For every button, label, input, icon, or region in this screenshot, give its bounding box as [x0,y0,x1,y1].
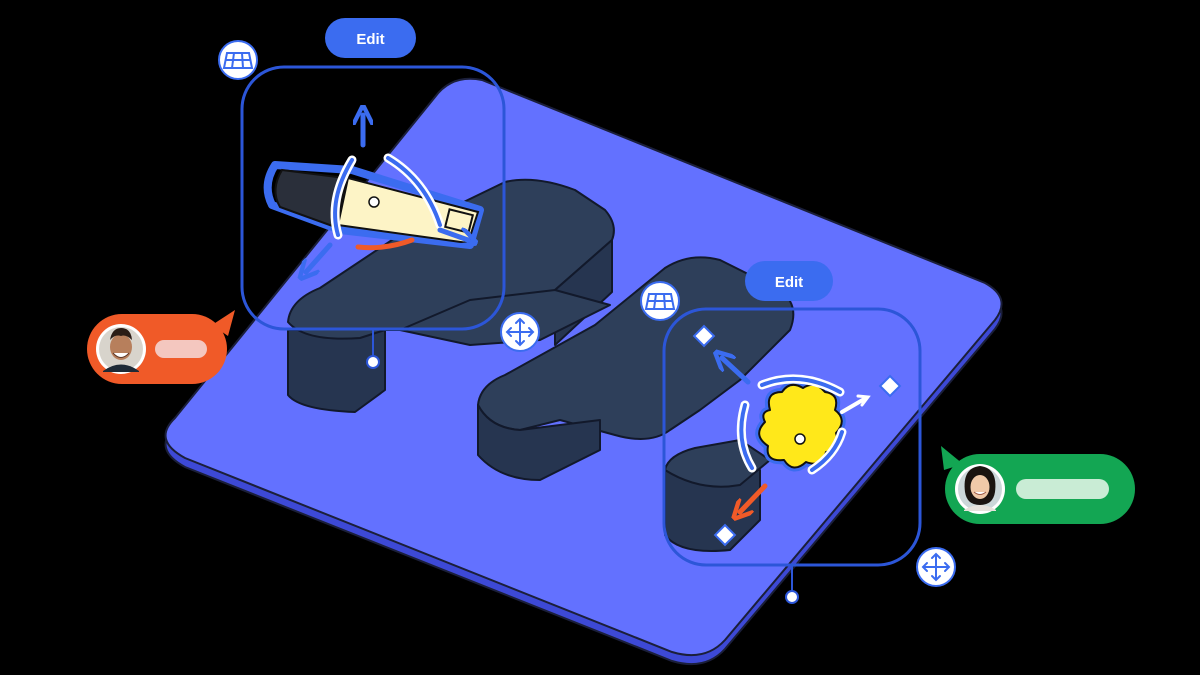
grid-panel-icon-right[interactable] [640,281,680,321]
anchor-dot-icon-right[interactable] [785,590,799,604]
scale-handle-top-right[interactable] [878,374,902,398]
flower-selection[interactable] [662,307,922,604]
user-name-bar-green [1016,479,1109,499]
scale-handle-bottom-left[interactable] [713,523,737,547]
edit-button-right[interactable]: Edit [745,261,833,301]
anchor-dot-icon[interactable] [366,355,380,369]
move-arrows-icon[interactable] [500,312,540,352]
grid-panel-icon[interactable] [218,40,258,80]
user-badge-green[interactable] [941,446,1135,524]
edit-label-right: Edit [775,274,803,291]
cursor-pointer-icon [212,310,235,336]
scale-handle-top-left[interactable] [692,324,716,348]
edit-button-left[interactable]: Edit [325,18,416,58]
h-block[interactable] [287,178,795,552]
move-arrows-icon-right[interactable] [916,547,956,587]
move-down-left-arrow-icon-orange[interactable] [740,483,768,512]
move-up-right-arrow-icon[interactable] [840,396,868,414]
rotate-arrow-icon[interactable] [355,237,415,251]
move-down-left-arrow-icon[interactable] [306,242,333,272]
move-up-left-arrow-icon[interactable] [722,358,751,385]
avatar-man-icon [99,327,143,372]
usb-key[interactable] [263,161,484,249]
move-right-arrow-icon[interactable] [437,230,468,240]
avatar-woman-icon [958,466,1002,511]
user-name-bar [155,340,207,358]
user-badge-orange[interactable] [87,310,235,384]
usb-selection[interactable] [240,65,506,369]
edit-label-left: Edit [356,31,384,48]
